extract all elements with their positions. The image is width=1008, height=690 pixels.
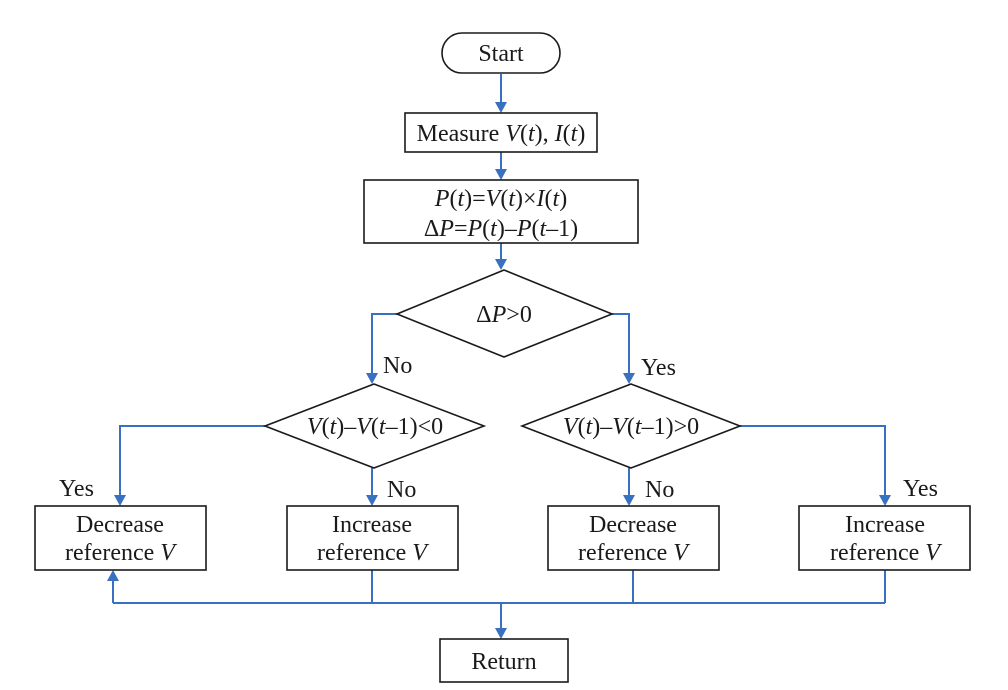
start-label: Start xyxy=(478,41,524,67)
return-label: Return xyxy=(471,649,536,675)
action3-shape xyxy=(547,505,720,571)
connectors xyxy=(107,74,891,639)
action2-line1: Increase xyxy=(332,512,412,538)
edge-right-yes xyxy=(740,425,886,496)
decision-dp-label: ΔP>0 xyxy=(476,302,532,328)
edge-label-dp-no: No xyxy=(383,353,412,379)
compute-node: P(t)=V(t)×I(t) ΔP=P(t)–P(t–1) xyxy=(363,179,639,244)
arrowhead xyxy=(623,495,635,506)
decision-right: V(t)–V(t–1)>0 xyxy=(519,383,743,469)
action1-line2: reference V xyxy=(65,540,177,566)
edge-label-right-yes: Yes xyxy=(903,476,938,502)
decision-dp-shape xyxy=(394,269,615,358)
decision-right-label: V(t)–V(t–1)>0 xyxy=(563,414,699,440)
arrowhead xyxy=(495,259,507,270)
compute-line1: P(t)=V(t)×I(t) xyxy=(434,186,567,212)
arrowhead xyxy=(623,373,635,384)
action2-line2: reference V xyxy=(317,540,429,566)
action1-line1: Decrease xyxy=(76,512,164,538)
compute-shape xyxy=(363,179,639,244)
action-increase-right: Increase reference V xyxy=(798,505,971,571)
action-increase-left: Increase reference V xyxy=(286,505,459,571)
measure-shape xyxy=(404,112,598,153)
edge-left-yes xyxy=(119,425,265,496)
arrowhead xyxy=(107,570,119,581)
return-shape xyxy=(439,638,569,683)
action4-shape xyxy=(798,505,971,571)
edge-label-dp-yes: Yes xyxy=(641,355,676,381)
arrowhead xyxy=(495,628,507,639)
arrowhead xyxy=(366,373,378,384)
action4-line1: Increase xyxy=(845,512,925,538)
action2-shape xyxy=(286,505,459,571)
start-shape xyxy=(441,32,561,74)
edge-label-right-no: No xyxy=(645,477,674,503)
start-node: Start xyxy=(441,32,561,74)
edge-label-left-no: No xyxy=(387,477,416,503)
compute-line2: ΔP=P(t)–P(t–1) xyxy=(424,216,578,242)
action1-shape xyxy=(34,505,207,571)
arrowhead xyxy=(879,495,891,506)
edge-dp-no xyxy=(371,313,397,374)
action-decrease-left: Decrease reference V xyxy=(34,505,207,571)
return-node: Return xyxy=(439,638,569,683)
edge-dp-yes xyxy=(612,313,630,374)
arrowhead xyxy=(366,495,378,506)
action3-line1: Decrease xyxy=(589,512,677,538)
measure-label: Measure V(t), I(t) xyxy=(417,121,586,147)
action-decrease-right: Decrease reference V xyxy=(547,505,720,571)
arrowhead xyxy=(114,495,126,506)
decision-right-shape xyxy=(519,383,743,469)
decision-dp: ΔP>0 xyxy=(394,269,615,358)
arrowhead xyxy=(495,102,507,113)
decision-left-shape xyxy=(262,383,487,469)
edge-label-left-yes: Yes xyxy=(59,476,94,502)
action4-line2: reference V xyxy=(830,540,942,566)
measure-node: Measure V(t), I(t) xyxy=(404,112,598,153)
decision-left-label: V(t)–V(t–1)<0 xyxy=(307,414,443,440)
arrowhead xyxy=(495,169,507,180)
decision-left: V(t)–V(t–1)<0 xyxy=(262,383,487,469)
action3-line2: reference V xyxy=(578,540,690,566)
